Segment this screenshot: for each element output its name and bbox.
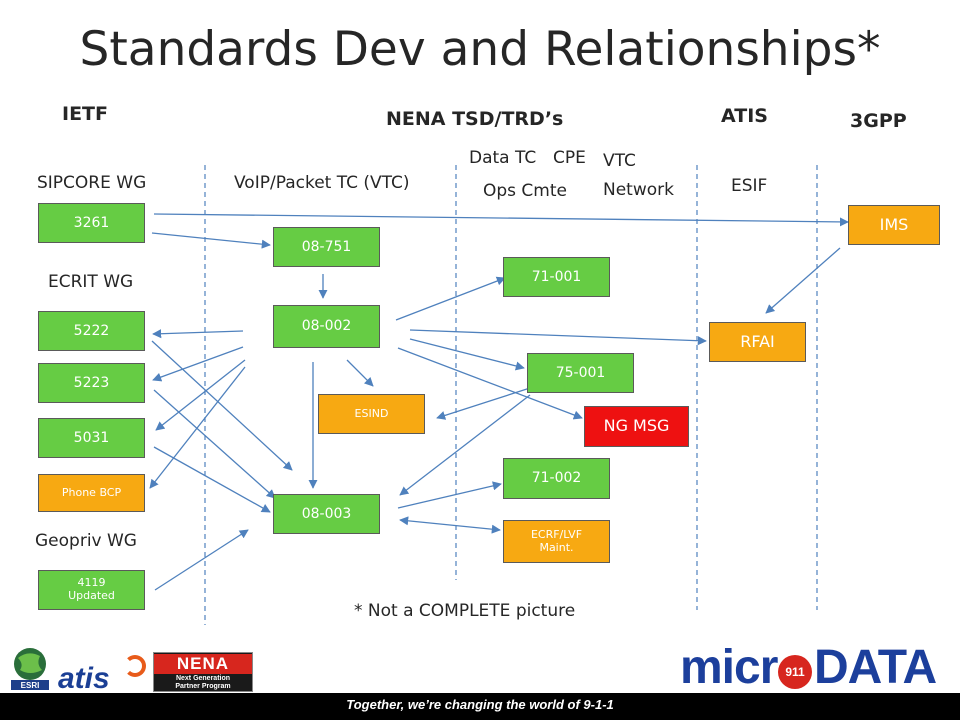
arrow-08002-5223 bbox=[152, 346, 244, 382]
ecrf-lvf-box[interactable]: ECRF/LVF Maint. bbox=[503, 520, 610, 563]
arrow-5222-08003 bbox=[151, 340, 293, 471]
ng-msg-box[interactable]: NG MSG bbox=[584, 406, 689, 447]
rfc-4119-line2: Updated bbox=[68, 589, 115, 602]
atis-swoosh-icon bbox=[124, 655, 146, 677]
arrow-08002-phonebcp bbox=[149, 366, 246, 489]
label-voip: VoIP/Packet TC (VTC) bbox=[234, 173, 410, 193]
nena-08-003-box[interactable]: 08-003 bbox=[273, 494, 380, 534]
arrow-5223-08003 bbox=[153, 389, 276, 499]
nena-logo-sub1: Next Generation bbox=[175, 675, 231, 682]
arrow-08002-5222 bbox=[152, 329, 244, 339]
esri-logo-text: ESRI bbox=[21, 681, 40, 690]
esri-logo: ESRI bbox=[8, 646, 52, 692]
arrow-08002-75001 bbox=[409, 338, 525, 371]
nena-logo: NENA Next Generation Partner Program bbox=[153, 652, 253, 692]
rfc-5031-box[interactable]: 5031 bbox=[38, 418, 145, 458]
phone-bcp-box[interactable]: Phone BCP bbox=[38, 474, 145, 512]
label-network: Network bbox=[603, 180, 674, 200]
org-nena: NENA TSD/TRD’s bbox=[386, 108, 564, 130]
microdata-logo-micro: micr bbox=[680, 641, 778, 694]
esind-box[interactable]: ESIND bbox=[318, 394, 425, 434]
rfai-box[interactable]: RFAI bbox=[709, 322, 806, 362]
label-geopriv: Geopriv WG bbox=[35, 531, 137, 551]
org-atis: ATIS bbox=[721, 105, 768, 127]
nena-logo-text: NENA bbox=[154, 654, 252, 674]
microdata-logo-data: DATA bbox=[814, 641, 937, 694]
arrow-08003-71002 bbox=[397, 481, 502, 509]
esri-globe-icon: ESRI bbox=[11, 648, 49, 690]
arrow-08003-ecrf bbox=[399, 516, 501, 534]
nena-08-751-box[interactable]: 08-751 bbox=[273, 227, 380, 267]
arrow-08002-esind bbox=[346, 359, 374, 387]
nena-75-001-box[interactable]: 75-001 bbox=[527, 353, 634, 393]
arrow-4119-08003 bbox=[154, 529, 249, 591]
arrow-ims-rfai bbox=[765, 247, 841, 314]
arrow-3261-08751 bbox=[151, 232, 271, 249]
footer-bar bbox=[0, 693, 960, 720]
arrow-75001-08003 bbox=[399, 394, 531, 496]
arrow-5031-08003 bbox=[153, 446, 271, 513]
microdata-911-icon: 911 bbox=[778, 655, 812, 689]
rfc-5223-box[interactable]: 5223 bbox=[38, 363, 145, 403]
rfc-4119-box[interactable]: 4119 Updated bbox=[38, 570, 145, 610]
label-sipcore: SIPCORE WG bbox=[37, 173, 147, 193]
ims-box[interactable]: IMS bbox=[848, 205, 940, 245]
nena-08-002-box[interactable]: 08-002 bbox=[273, 305, 380, 348]
arrow-08002-71001 bbox=[395, 276, 506, 321]
nena-71-001-box[interactable]: 71-001 bbox=[503, 257, 610, 297]
arrow-08002-ngmsg bbox=[397, 347, 583, 420]
label-vtc: VTC bbox=[603, 151, 636, 171]
label-ecrit: ECRIT WG bbox=[48, 272, 134, 292]
label-ops: Ops Cmte bbox=[483, 181, 567, 201]
ecrf-line2: Maint. bbox=[539, 540, 574, 554]
arrow-08002-rfai bbox=[409, 329, 707, 346]
nena-logo-sub2: Partner Program bbox=[175, 683, 231, 690]
arrow-3261-ims bbox=[153, 213, 849, 227]
page-title: Standards Dev and Relationships* bbox=[79, 22, 881, 77]
rfc-5222-box[interactable]: 5222 bbox=[38, 311, 145, 351]
rfc-4119-line1: 4119 bbox=[77, 576, 106, 590]
rfc-3261-box[interactable]: 3261 bbox=[38, 203, 145, 243]
arrow-75001-esind bbox=[436, 387, 531, 420]
nena-71-002-box[interactable]: 71-002 bbox=[503, 458, 610, 499]
label-esif: ESIF bbox=[731, 176, 768, 196]
footnote: * Not a COMPLETE picture bbox=[354, 601, 576, 621]
arrow-08002-5031 bbox=[155, 359, 246, 431]
label-cpe: CPE bbox=[553, 148, 586, 168]
org-ietf: IETF bbox=[62, 103, 108, 125]
org-3gpp: 3GPP bbox=[850, 110, 907, 132]
atis-logo: atis bbox=[58, 662, 110, 695]
ecrf-line1: ECRF/LVF bbox=[530, 527, 583, 541]
footer-tagline: Together, we’re changing the world of 9-… bbox=[346, 697, 614, 712]
label-data-tc: Data TC bbox=[469, 148, 537, 168]
